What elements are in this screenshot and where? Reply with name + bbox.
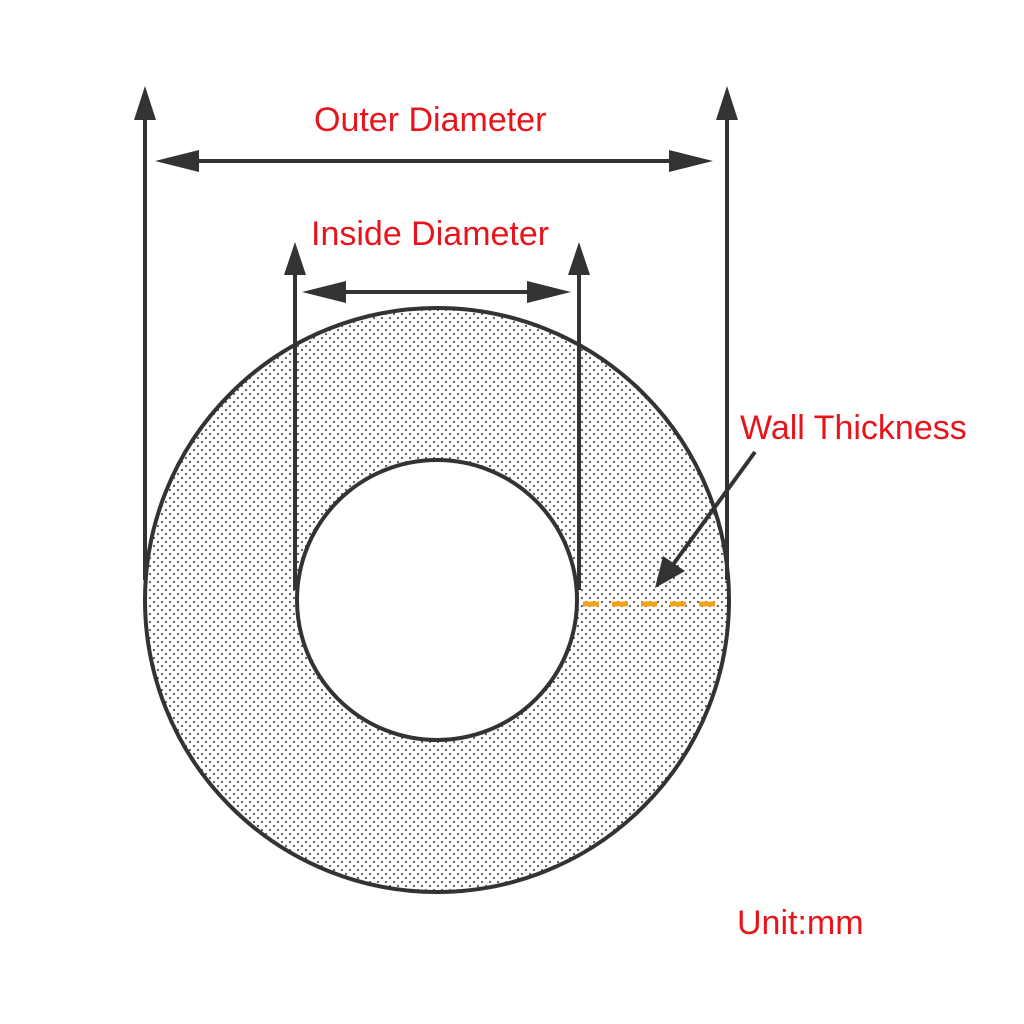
inside-diameter-dimension-arrow <box>302 281 571 303</box>
inside-diameter-label: Inside Diameter <box>311 215 550 253</box>
tube-wall-fill <box>145 308 729 892</box>
inside-diameter-right-extension <box>568 242 590 590</box>
unit-label: Unit:mm <box>737 904 864 942</box>
inside-diameter-left-extension <box>284 242 306 590</box>
outer-diameter-dimension-arrow <box>155 150 713 172</box>
wall-thickness-label: Wall Thickness <box>740 409 967 447</box>
outer-diameter-left-extension <box>134 86 156 580</box>
wall-thickness-pointer-arrow <box>655 450 757 588</box>
outer-diameter-label: Outer Diameter <box>314 101 547 139</box>
outer-circle <box>143 306 731 894</box>
outer-diameter-right-extension <box>716 86 738 580</box>
inner-circle <box>295 458 579 742</box>
